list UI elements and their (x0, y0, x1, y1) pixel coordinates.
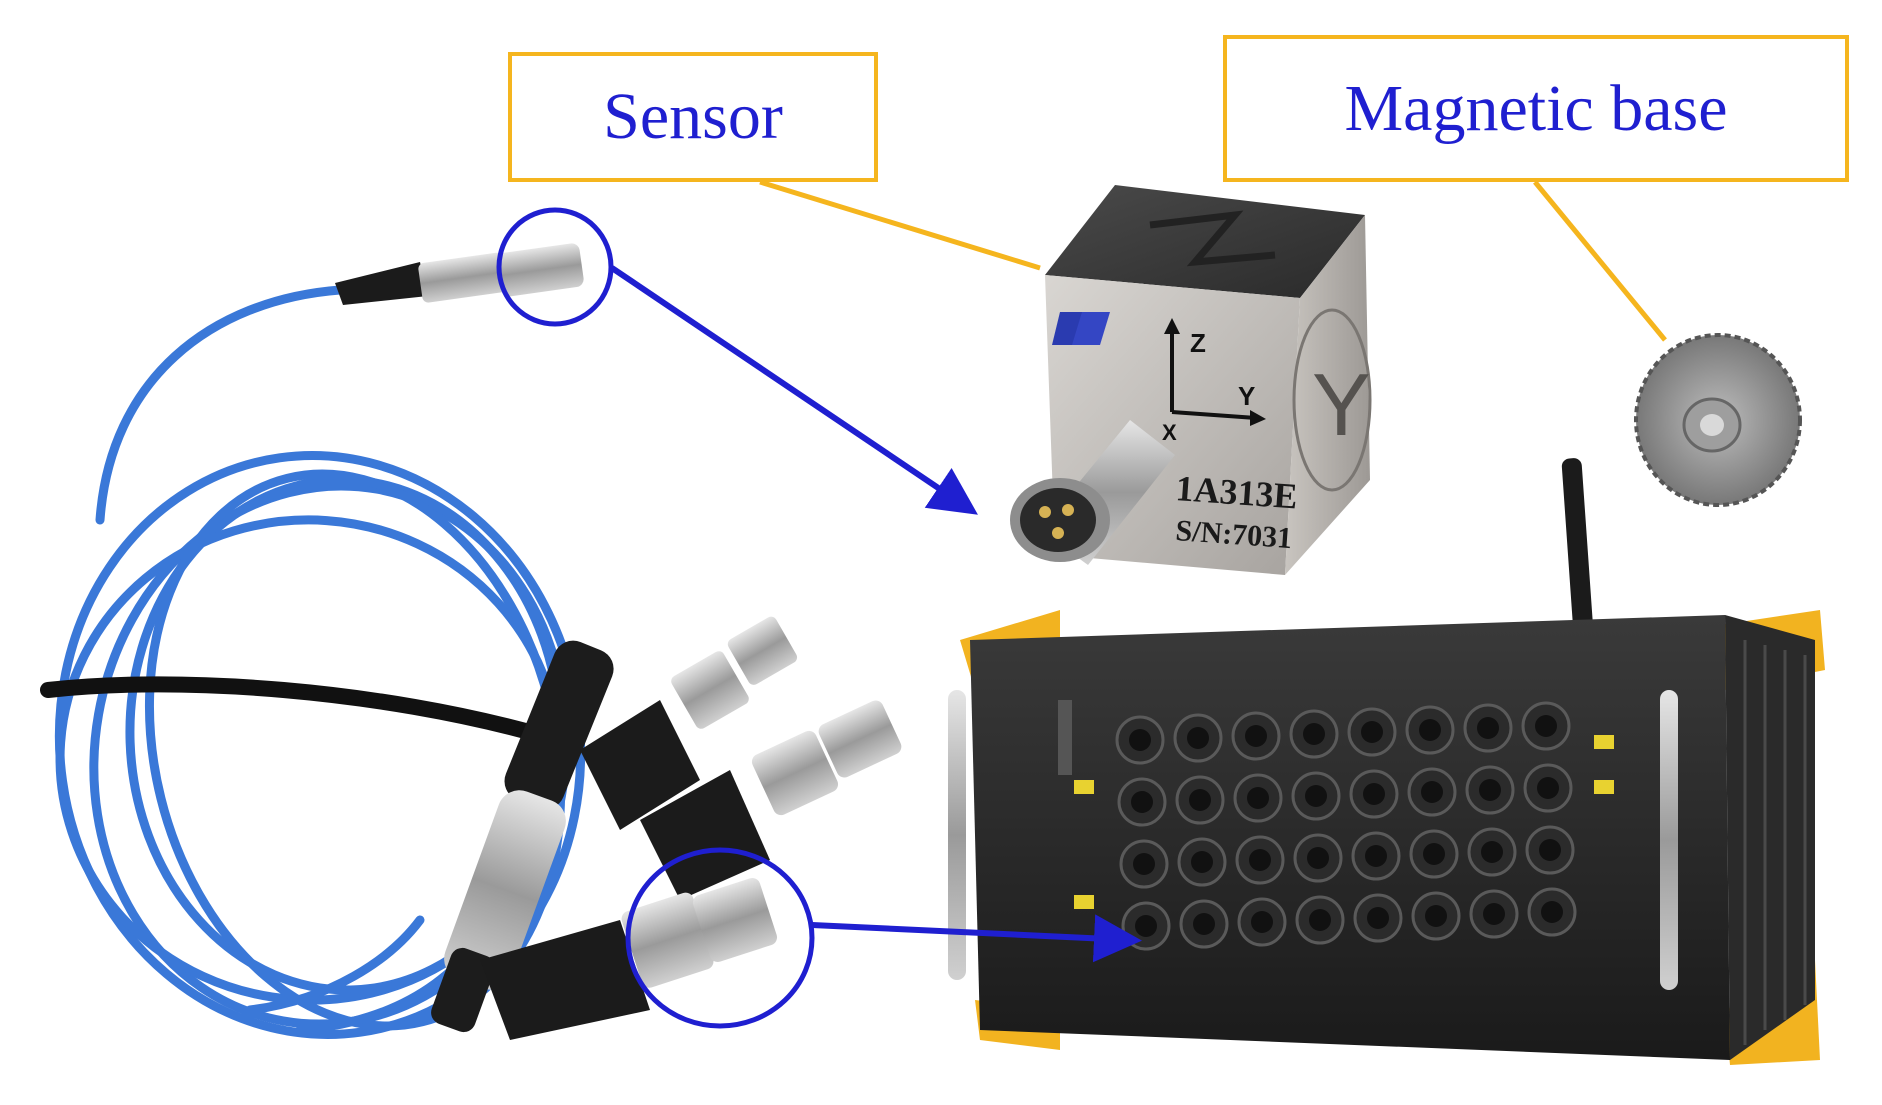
channel-connector-center (1423, 843, 1445, 865)
cable-to-bnc (245, 915, 425, 1015)
channel-connector-center (1305, 785, 1327, 807)
axis-indicator (1164, 318, 1266, 426)
sensor-cube-top (1045, 185, 1365, 298)
sensor-cube-side (1285, 215, 1370, 575)
sensor-label-text: Sensor (603, 80, 783, 153)
channel-connector-center (1129, 729, 1151, 751)
bnc-connector-highlight-circle (625, 847, 815, 1029)
magnetic-base-callout-label: Magnetic base (1223, 35, 1849, 182)
channel-connector-center (1477, 717, 1499, 739)
sensor-connector (1010, 420, 1175, 565)
channel-connector-center (1191, 851, 1213, 873)
cable-to-sensor (95, 285, 345, 525)
left-handle (948, 690, 966, 980)
side-face-circle (1292, 308, 1372, 492)
brand-logo (1052, 312, 1110, 345)
channel-connector-center (1483, 903, 1505, 925)
channel-connector-center (1245, 725, 1267, 747)
status-indicator-strip (1058, 700, 1072, 775)
channel-connector-center (1479, 779, 1501, 801)
sensor-leader-line (759, 179, 1041, 271)
daq-front-panel (970, 615, 1730, 1060)
status-led (1074, 895, 1094, 909)
axis-label-y: Y (1238, 381, 1255, 411)
channel-connector-center (1251, 911, 1273, 933)
triaxial-sensor: Y Z Y X 1A313E S/N:7031 (1010, 185, 1372, 575)
sensor-cable-connector (335, 243, 584, 305)
channel-connector-center (1131, 791, 1153, 813)
cable-assembly (40, 243, 902, 1040)
channel-connector-center (1425, 905, 1447, 927)
sensor-model-number: 1A313E (1174, 468, 1299, 516)
channel-connector-center (1187, 727, 1209, 749)
magnetic-base (1634, 333, 1802, 507)
bnc-leads (431, 616, 902, 1040)
channel-connector-center (1365, 845, 1387, 867)
channel-connector-center (1135, 915, 1157, 937)
channel-connector-center (1361, 721, 1383, 743)
channel-connector-center (1481, 841, 1503, 863)
magnetic-base-stud (1700, 414, 1724, 436)
axis-label-z: Z (1190, 328, 1206, 358)
side-face-letter: Y (1312, 355, 1371, 454)
channel-connector-center (1367, 907, 1389, 929)
status-led (1594, 735, 1614, 749)
channel-connector-center (1133, 853, 1155, 875)
magnetic-base-leader-line (1533, 180, 1667, 342)
channel-connector-center (1419, 719, 1441, 741)
right-handle (1660, 690, 1678, 990)
sensor-connector-highlight-circle (496, 207, 614, 327)
channel-connector-center (1307, 847, 1329, 869)
data-acquisition-unit (948, 458, 1825, 1065)
channel-connector-grid (1115, 701, 1577, 951)
channel-connector-center (1539, 839, 1561, 861)
channel-connector-center (1189, 789, 1211, 811)
axis-label-x: X (1162, 420, 1177, 445)
status-led (1594, 780, 1614, 794)
channel-connector-center (1535, 715, 1557, 737)
top-face-z-mark (1149, 210, 1276, 267)
sensor-callout-label: Sensor (508, 52, 878, 182)
sensor-connection-arrow (610, 265, 978, 515)
sensor-serial-number: S/N:7031 (1175, 514, 1294, 555)
status-led (1074, 780, 1094, 794)
daq-heatsink (1725, 615, 1815, 1060)
channel-connector-center (1193, 913, 1215, 935)
channel-connector-center (1303, 723, 1325, 745)
channel-connector-center (1421, 781, 1443, 803)
bnc-connection-arrow (811, 914, 1142, 963)
magnetic-base-label-text: Magnetic base (1344, 71, 1728, 145)
channel-connector-center (1541, 901, 1563, 923)
channel-connector-center (1309, 909, 1331, 931)
channel-connector-center (1537, 777, 1559, 799)
channel-connector-center (1249, 849, 1271, 871)
cable-tie (40, 676, 548, 743)
channel-connector-center (1247, 787, 1269, 809)
channel-connector-center (1363, 783, 1385, 805)
